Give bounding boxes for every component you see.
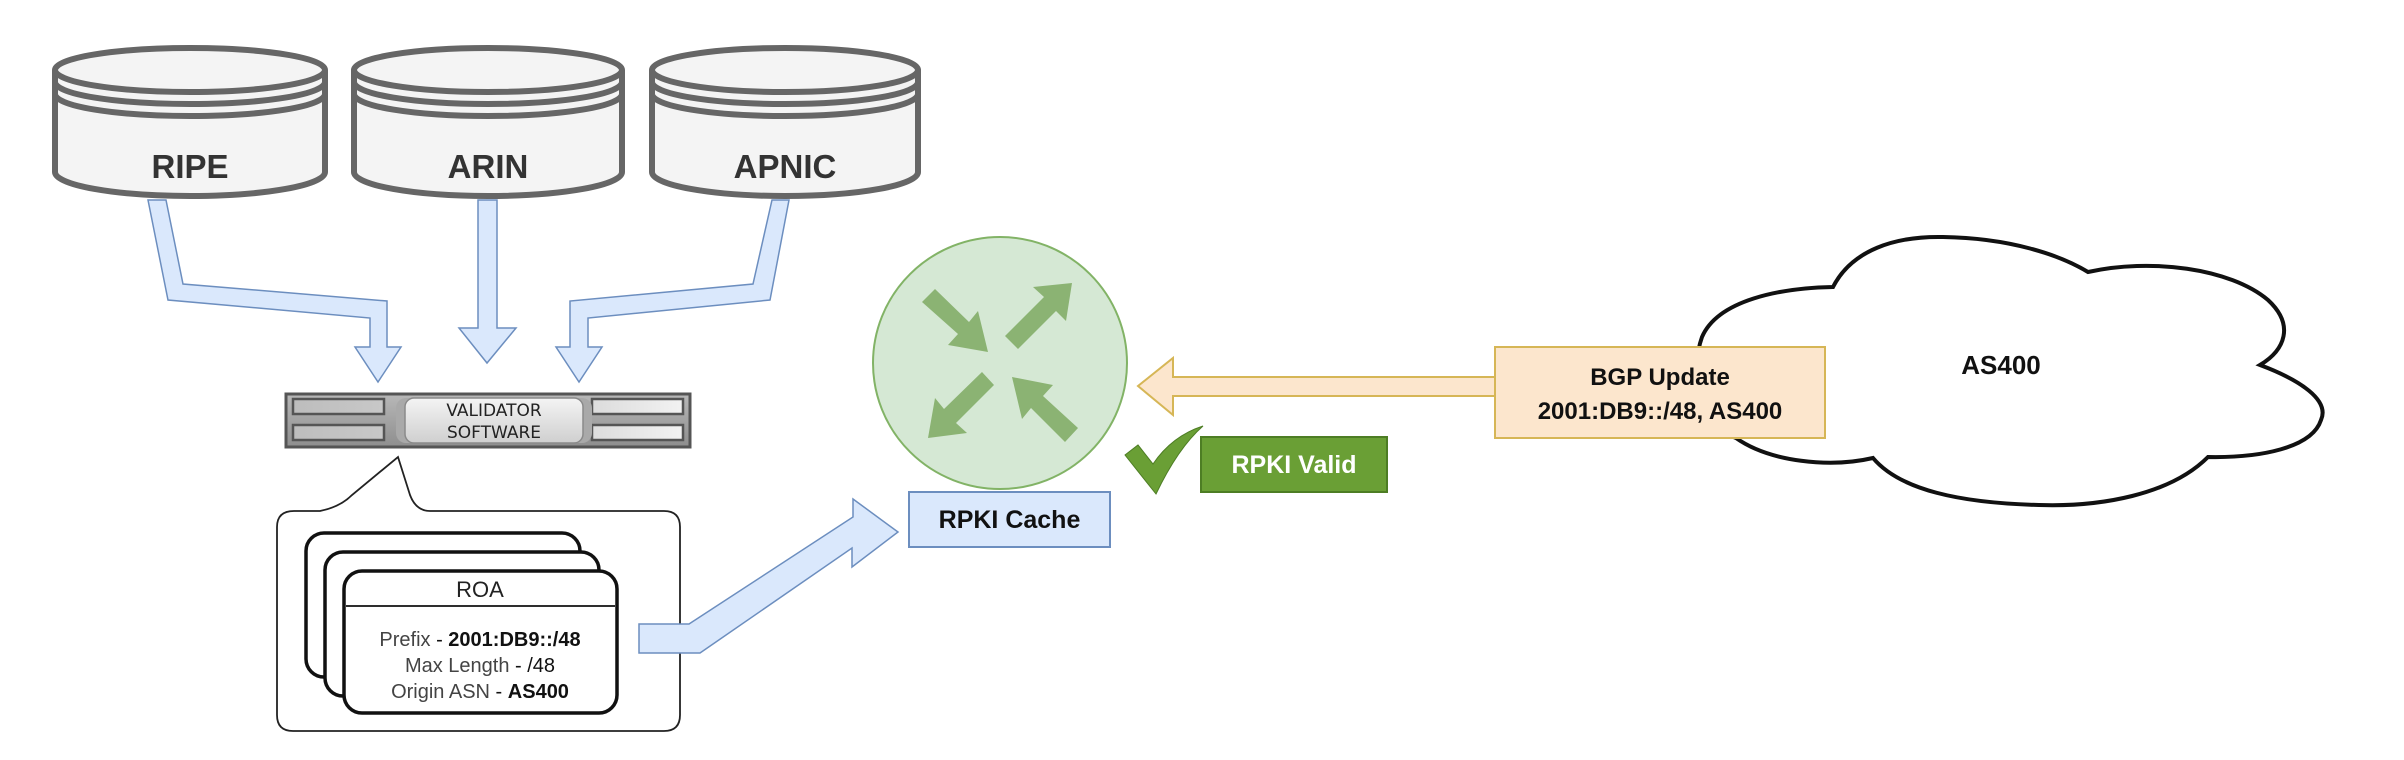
router-icon bbox=[922, 283, 1078, 442]
bgp-update-detail: 2001:DB9::/48, AS400 bbox=[1538, 398, 1783, 425]
bgp-update-title: BGP Update bbox=[1590, 364, 1730, 391]
validator-slot bbox=[590, 397, 685, 416]
router[interactable] bbox=[872, 236, 1128, 490]
roa-stack[interactable]: ROA Prefix - 2001:DB9::/48 Max Length - … bbox=[304, 531, 619, 715]
validator-slot bbox=[291, 397, 386, 416]
database-icon bbox=[52, 45, 328, 199]
database-label: ARIN bbox=[448, 148, 529, 185]
roa-field-sep: - bbox=[490, 681, 508, 703]
roa-field-key: Origin ASN bbox=[391, 681, 490, 703]
validator-slot bbox=[590, 423, 685, 442]
roa-field-value: AS400 bbox=[508, 681, 569, 703]
validator-label-plate bbox=[404, 397, 584, 444]
bgp-update-box[interactable]: BGP Update 2001:DB9::/48, AS400 bbox=[1494, 346, 1826, 439]
arrow-ripe-to-validator bbox=[147, 199, 403, 384]
arrow-bgp-update-to-router bbox=[1136, 355, 1496, 418]
validator-label-line1: VALIDATOR bbox=[446, 401, 542, 421]
validator-slot bbox=[291, 423, 386, 442]
roa-field-max-length: Max Length - /48 bbox=[405, 655, 555, 677]
roa-field-sep: - bbox=[431, 629, 449, 651]
rpki-valid-badge: RPKI Valid bbox=[1200, 436, 1388, 493]
cloud-icon bbox=[1695, 234, 2325, 508]
roa-field-origin-asn: Origin ASN - AS400 bbox=[391, 681, 569, 703]
rpki-valid-label: RPKI Valid bbox=[1231, 451, 1356, 479]
roa-field-value: 2001:DB9::/48 bbox=[448, 629, 580, 651]
roa-field-sep: - bbox=[509, 655, 527, 677]
arrow-apnic-to-validator bbox=[554, 199, 790, 384]
validator-label-line2: SOFTWARE bbox=[447, 423, 541, 443]
roa-field-prefix: Prefix - 2001:DB9::/48 bbox=[379, 629, 580, 651]
database-icon bbox=[649, 45, 921, 199]
roa-field-key: Prefix bbox=[379, 629, 430, 651]
database-label: RIPE bbox=[151, 148, 228, 185]
roa-field-value: /48 bbox=[527, 655, 555, 677]
roa-card[interactable]: ROA Prefix - 2001:DB9::/48 Max Length - … bbox=[342, 569, 619, 715]
validator-software[interactable]: VALIDATOR SOFTWARE bbox=[284, 392, 692, 449]
roa-field-key: Max Length bbox=[405, 655, 510, 677]
cloud-label: AS400 bbox=[1961, 350, 2041, 380]
database-ripe[interactable]: RIPE bbox=[52, 45, 328, 199]
rpki-cache-box[interactable]: RPKI Cache bbox=[908, 491, 1111, 548]
arrow-roa-to-cache bbox=[638, 497, 900, 654]
checkmark-icon bbox=[1124, 425, 1204, 495]
roa-title: ROA bbox=[456, 577, 504, 602]
rpki-cache-label: RPKI Cache bbox=[939, 506, 1081, 534]
as400-cloud[interactable]: AS400 bbox=[1695, 234, 2325, 508]
database-icon bbox=[351, 45, 625, 199]
arrow-arin-to-validator bbox=[457, 199, 518, 365]
database-label: APNIC bbox=[734, 148, 837, 185]
database-arin[interactable]: ARIN bbox=[351, 45, 625, 199]
database-apnic[interactable]: APNIC bbox=[649, 45, 921, 199]
